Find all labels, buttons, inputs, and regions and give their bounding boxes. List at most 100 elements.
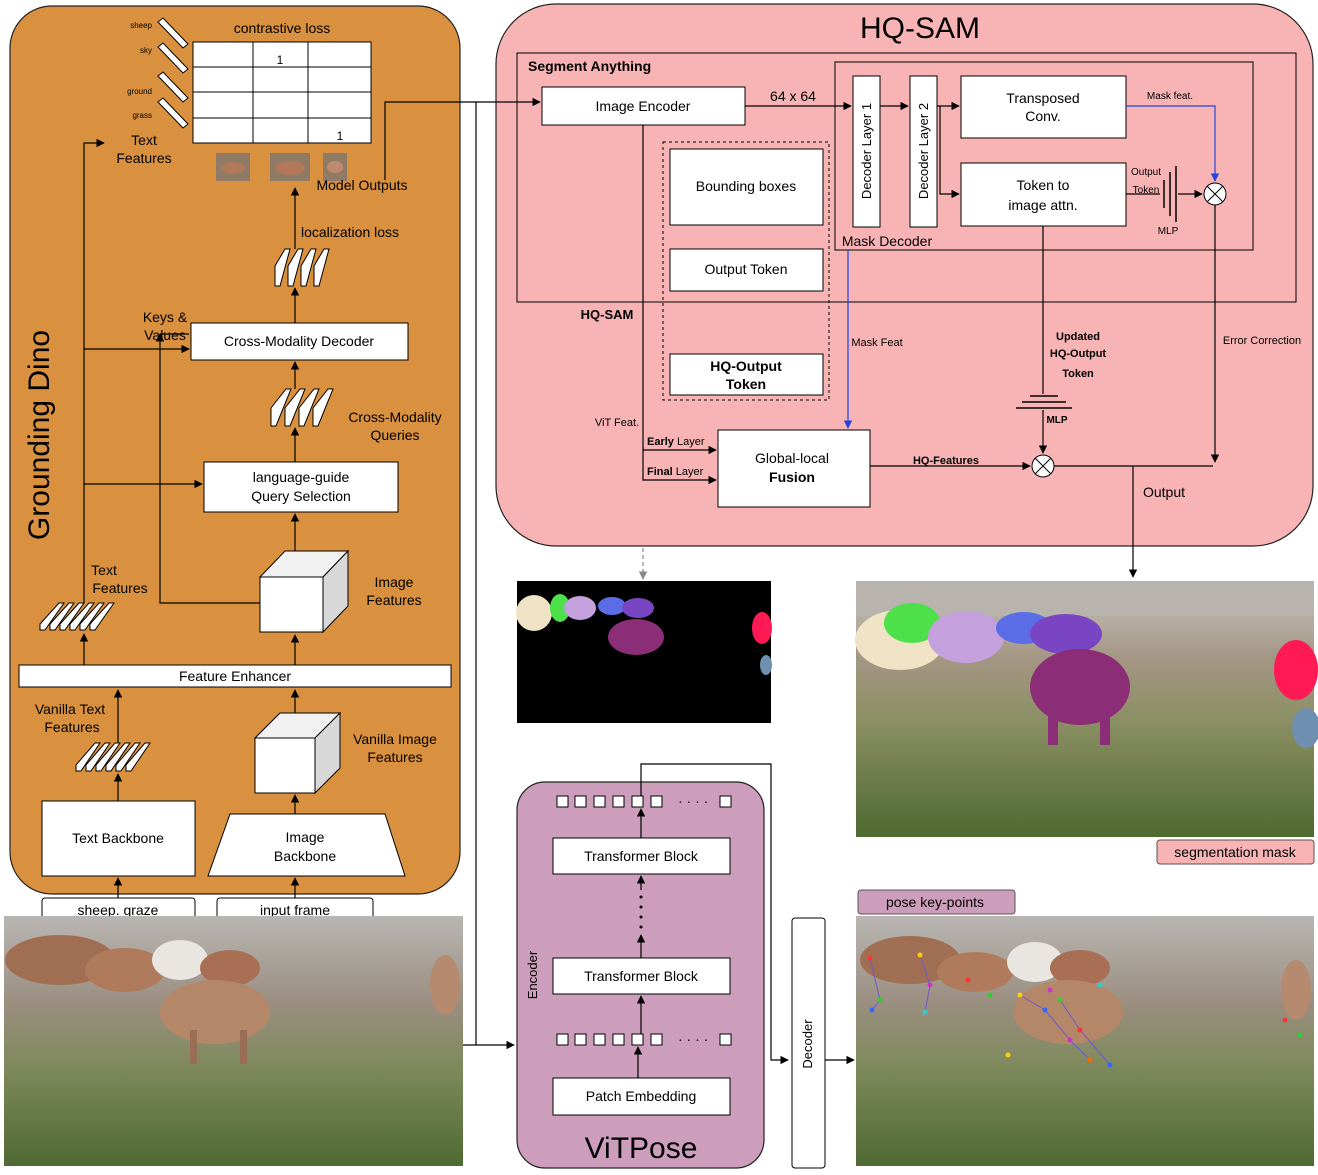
- vanilla-image-cube: [253, 711, 342, 795]
- vanilla-text-features-line1: Vanilla Text: [35, 701, 105, 717]
- prompt-input-label: sheep. graze: [78, 902, 159, 918]
- size-64x64-label: 64 x 64: [770, 88, 816, 104]
- segment-anything-label: Segment Anything: [528, 58, 651, 74]
- matrix-one-top: 1: [277, 53, 284, 67]
- output-token-small-line1: Output: [1131, 167, 1161, 178]
- localization-loss-label: localization loss: [301, 224, 399, 240]
- error-correction-label: Error Correction: [1223, 335, 1301, 347]
- mask-decoder-label: Mask Decoder: [842, 233, 933, 249]
- mask-preview-image: [516, 581, 772, 723]
- image-backbone-box: [207, 813, 406, 877]
- output-token-small-line2: Token: [1133, 185, 1160, 196]
- model-outputs-label: Model Outputs: [316, 177, 407, 193]
- hq-sam-arrows: [476, 97, 1220, 578]
- bounding-boxes-label: Bounding boxes: [696, 178, 796, 194]
- output-token-label: Output Token: [704, 261, 787, 277]
- keys-values-line2: Values: [144, 327, 186, 343]
- transformer-block-bottom-label: Transformer Block: [584, 968, 699, 984]
- mlp-bottom-label: MLP: [1046, 415, 1067, 426]
- mlp-glyph-top: [1163, 166, 1177, 222]
- text-features-top-line1: Text: [131, 132, 157, 148]
- decoder-layer-1-label: Decoder Layer 1: [859, 103, 874, 199]
- patch-embedding-label: Patch Embedding: [586, 1088, 697, 1104]
- global-local-fusion-box: [717, 429, 871, 508]
- image-encoder-label: Image Encoder: [596, 98, 691, 114]
- token-row-bottom: [556, 1033, 732, 1046]
- token-to-image-line2: image attn.: [1008, 197, 1077, 213]
- vitpose-arrows: [633, 808, 646, 1078]
- vitpose-title: ViTPose: [585, 1132, 698, 1165]
- segmentation-mask-tag: [1156, 839, 1315, 865]
- updated-token-line2: HQ-Output: [1050, 348, 1107, 360]
- grounding-dino-arrows: [79, 138, 300, 898]
- hq-sam-title: HQ-SAM: [860, 12, 980, 45]
- localization-query-stack: [274, 248, 330, 287]
- encoder-label: Encoder: [525, 950, 540, 999]
- row-label-grass: grass: [132, 111, 152, 120]
- decoder-layer-1-box: [852, 75, 881, 228]
- token-to-image-box: [960, 162, 1127, 227]
- text-features-mid-line1: Text: [91, 562, 117, 578]
- text-features-top-line2: Features: [116, 150, 171, 166]
- hq-output-token-box: [669, 353, 824, 396]
- decoder-layer-2-box: [909, 75, 938, 228]
- vanilla-image-features-line2: Features: [367, 749, 422, 765]
- pose-keypoints-label: pose key-points: [886, 894, 984, 910]
- image-backbone-line2: Backbone: [274, 848, 336, 864]
- mask-feat-label: Mask Feat: [851, 337, 902, 349]
- mask-decoder-box: [834, 61, 1254, 251]
- cross-modality-decoder-label: Cross-Modality Decoder: [224, 333, 374, 349]
- text-backbone-label: Text Backbone: [72, 830, 164, 846]
- segmentation-mask-label: segmentation mask: [1174, 844, 1296, 860]
- early-layer-label: Early Layer: [647, 436, 705, 448]
- segmentation-result-image: [855, 581, 1318, 837]
- image-backbone-line1: Image: [286, 829, 325, 845]
- updated-token-line3: Token: [1062, 368, 1094, 380]
- vanilla-text-token-stack: [75, 742, 151, 772]
- vertical-ellipsis: [639, 895, 643, 929]
- token-to-image-line1: Token to: [1017, 177, 1070, 193]
- feature-enhancer-label: Feature Enhancer: [179, 668, 291, 684]
- cross-modality-query-stack: [270, 388, 334, 427]
- fusion-label: Fusion: [769, 469, 815, 485]
- vitpose-skip-connector: [640, 763, 789, 1065]
- image-features-cube: [258, 549, 350, 634]
- cross-modality-decoder-box: [190, 322, 409, 361]
- mask-feat-top-label: Mask feat.: [1147, 91, 1193, 102]
- cross-modality-queries-line2: Queries: [370, 427, 419, 443]
- product-node-top: [1203, 182, 1227, 206]
- vanilla-text-features-line2: Features: [44, 719, 99, 735]
- row-label-sheep: sheep: [130, 21, 152, 30]
- input-frame-image: [4, 916, 463, 1166]
- vitpose-panel: ViTPose Encoder · · · · Transformer Bloc…: [516, 781, 765, 1169]
- transformer-block-top-label: Transformer Block: [584, 848, 699, 864]
- model-output-thumbnails: [216, 153, 347, 181]
- text-features-token-stack: [39, 602, 115, 631]
- pose-result-image: [856, 916, 1314, 1166]
- transposed-conv-line1: Transposed: [1006, 90, 1079, 106]
- query-selection-line1: language-guide: [253, 469, 350, 485]
- image-features-line2: Features: [366, 592, 421, 608]
- dino-to-sam-connector: [384, 101, 476, 180]
- transposed-conv-line2: Conv.: [1025, 108, 1061, 124]
- hq-features-label: HQ-Features: [913, 455, 979, 467]
- query-selection-line2: Query Selection: [251, 488, 351, 504]
- token-ellipsis-top: · · · ·: [678, 793, 708, 809]
- product-node-bottom: [1031, 454, 1055, 478]
- grounding-dino-panel: Grounding Dino contrastive loss 1 1 shee…: [9, 5, 461, 923]
- image-features-line1: Image: [375, 574, 414, 590]
- pose-decoder-box: [791, 917, 826, 1169]
- global-local-label: Global-local: [755, 450, 829, 466]
- mlp-glyph-bottom: [1016, 395, 1072, 409]
- keys-values-line1: Keys &: [143, 309, 188, 325]
- feature-enhancer-box: [18, 664, 452, 688]
- decoder-layer-2-label: Decoder Layer 2: [916, 103, 931, 199]
- transformer-block-top-box: [552, 837, 731, 875]
- row-label-sky: sky: [140, 46, 152, 55]
- pose-keypoints-tag: [857, 889, 1016, 915]
- matrix-one-bottom: 1: [337, 129, 344, 143]
- hq-output-token-line2: Token: [726, 376, 766, 392]
- bounding-boxes-box: [669, 148, 824, 226]
